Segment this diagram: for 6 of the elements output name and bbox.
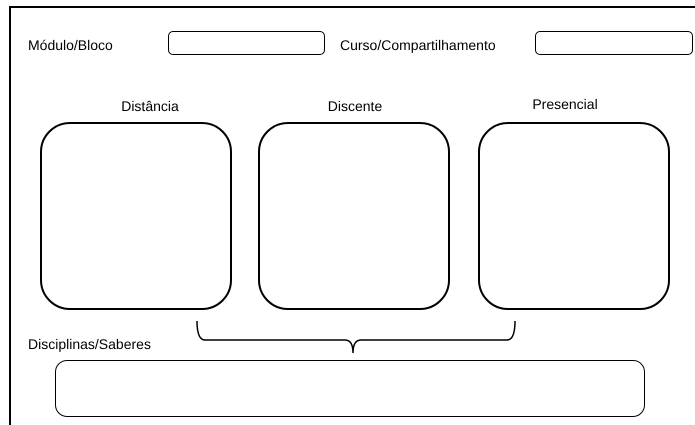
field-label: Módulo/Bloco — [28, 36, 114, 55]
field-label: Curso/Compartilhamento — [340, 36, 497, 55]
field-label: Disciplinas/Saberes — [28, 335, 152, 354]
field-label: Distância — [120, 97, 180, 116]
field-label: Discente — [326, 97, 384, 116]
field-label: Presencial — [531, 95, 599, 114]
